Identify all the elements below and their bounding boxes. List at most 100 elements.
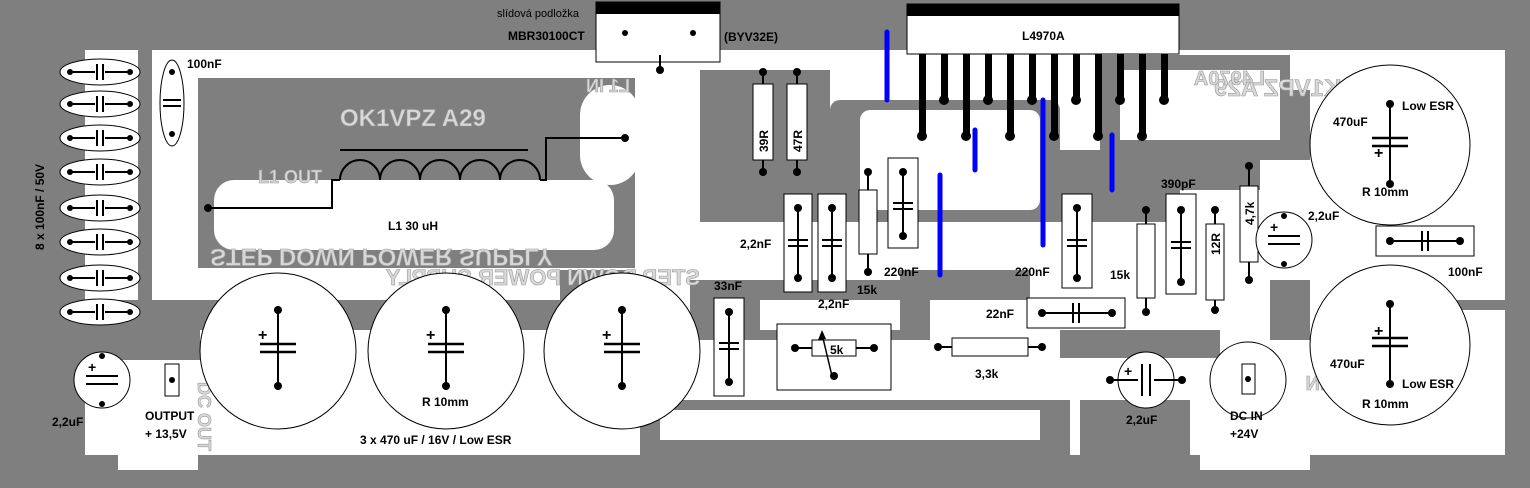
- ic-pin: [985, 54, 992, 102]
- ic-pin-pad: [961, 131, 971, 141]
- ic-pin: [919, 54, 926, 138]
- ic-pin-pad: [1159, 95, 1169, 105]
- cap-220n-b-label: 220nF: [1015, 265, 1050, 279]
- cap-470u-bottom: +: [1309, 264, 1471, 426]
- svg-text:+: +: [426, 327, 435, 344]
- svg-text:+: +: [88, 359, 96, 375]
- output-caps-group: + + +: [199, 272, 701, 430]
- svg-text:+: +: [1124, 363, 1132, 379]
- cap-2u2-right-label: 2,2uF: [1308, 209, 1339, 223]
- cap-390p-label: 390pF: [1161, 177, 1196, 191]
- resistor-39r-label: 39R: [757, 130, 771, 152]
- resistor-4k7: [1239, 162, 1259, 284]
- cap-2n2-a-label: 2,2nF: [740, 237, 771, 251]
- svg-text:STEP DOWN POWER SUPPLY: STEP DOWN POWER SUPPLY: [210, 243, 553, 270]
- side-cap: [59, 298, 141, 326]
- ic-pin: [1095, 54, 1102, 138]
- cap-2u2-bottom: +: [1106, 351, 1186, 409]
- cap-470u-top-label: 470uF: [1333, 115, 1368, 129]
- cap-220n-a: [887, 157, 919, 249]
- svg-text:+: +: [1270, 219, 1278, 235]
- ic-l4970a: [906, 3, 1180, 141]
- svg-text:L1 IN: L1 IN: [586, 76, 630, 96]
- side-caps-label: 8 x 100nF / 50V: [33, 164, 47, 250]
- svg-text:+: +: [258, 327, 267, 344]
- cap-100n-right: [1375, 225, 1475, 257]
- svg-text:OK1VPZ A29: OK1VPZ A29: [340, 105, 486, 132]
- copper-islands: [214, 70, 1280, 440]
- r10-bottom-label: R 10mm: [1362, 397, 1409, 411]
- ic-pin: [1029, 54, 1036, 102]
- output-cap-470uf: +: [199, 272, 357, 430]
- side-cap: [59, 90, 141, 118]
- svg-text:+: +: [1374, 323, 1383, 340]
- side-cap: [59, 124, 141, 152]
- resistor-12r: [1205, 206, 1225, 314]
- svg-text:DC OUT: DC OUT: [194, 382, 214, 451]
- inductor-label: L1 30 uH: [388, 219, 438, 233]
- ic-pin-pad: [983, 95, 993, 105]
- diode-alt-label: (BYV32E): [724, 30, 778, 44]
- ic-pin: [1117, 54, 1124, 102]
- diode-label: MBR30100CT: [508, 29, 585, 43]
- ic-pin: [941, 54, 948, 102]
- resistor-15k-b: [1136, 206, 1156, 316]
- cap-2u2-bottom-label: 2,2uF: [1126, 413, 1157, 427]
- ic-pin: [1073, 54, 1080, 102]
- ic-pin: [963, 54, 970, 138]
- output-cap-470uf: +: [367, 272, 525, 430]
- ic-pin-pad: [1005, 131, 1015, 141]
- svg-text:L1 OUT: L1 OUT: [258, 167, 322, 187]
- cap-470u-top: +: [1309, 64, 1471, 226]
- resistor-3k3: [934, 337, 1046, 357]
- resistor-15k-b-label: 15k: [1110, 268, 1130, 282]
- cap-2n2-a: [783, 193, 813, 293]
- low-esr-bottom-label: Low ESR: [1402, 377, 1454, 391]
- side-cap: [59, 58, 141, 86]
- ic-label: L4970A: [1022, 29, 1065, 43]
- dc-in-label: DC IN: [1230, 409, 1263, 423]
- svg-text:+: +: [602, 327, 611, 344]
- mica-pad-label: slídová podložka: [497, 8, 580, 20]
- ghost-silkscreen: OK1VPZ A29 OK1VPZ A29 L1 IN L1 OUT L4970…: [194, 68, 1361, 452]
- svg-text:L4970A: L4970A: [1194, 68, 1265, 90]
- cap-2u2-left: +: [73, 351, 131, 409]
- ic-pin: [1051, 54, 1058, 138]
- ic-pin-pad: [1137, 131, 1147, 141]
- side-cap: [59, 228, 141, 256]
- ic-pin-pad: [1093, 131, 1103, 141]
- resistor-47r-label: 47R: [791, 130, 805, 152]
- cap-2n2-b-label: 2,2nF: [818, 297, 849, 311]
- ic-pin-pad: [917, 131, 927, 141]
- cap-2u2-left-label: 2,2uF: [52, 415, 83, 429]
- ic-pin-pad: [1049, 131, 1059, 141]
- ic-pin-pad: [1115, 95, 1125, 105]
- output-cap-470uf: +: [543, 272, 701, 430]
- ic-pin: [1161, 54, 1168, 102]
- diode-package: [595, 1, 721, 74]
- svg-text:+: +: [1374, 145, 1383, 162]
- resistor-47r: [786, 68, 808, 176]
- output-voltage-label: + 13,5V: [145, 427, 187, 441]
- ic-pin: [1007, 54, 1014, 138]
- cap-390p: [1165, 193, 1197, 295]
- resistor-15k-a: [858, 168, 878, 276]
- cap-33n: [713, 297, 745, 397]
- cap-22n-mid: [1026, 297, 1126, 329]
- pot-5k: [776, 323, 892, 391]
- r10-mid-label: R 10mm: [422, 395, 469, 409]
- output-terminal: [164, 363, 180, 397]
- ic-pin-pad: [1027, 95, 1037, 105]
- cap-2n2-b: [817, 193, 847, 293]
- side-cap: [59, 194, 141, 222]
- dc-in-voltage-label: +24V: [1230, 427, 1258, 441]
- side-cap: [59, 158, 141, 186]
- cap-22n-mid-label: 22nF: [986, 307, 1014, 321]
- cap-220n-b: [1061, 193, 1093, 289]
- cap-33n-label: 33nF: [714, 279, 742, 293]
- cap-470u-bottom-label: 470uF: [1330, 357, 1365, 371]
- side-cap: [59, 264, 141, 292]
- dc-in-terminal: [1209, 341, 1287, 419]
- low-esr-top-label: Low ESR: [1402, 99, 1454, 113]
